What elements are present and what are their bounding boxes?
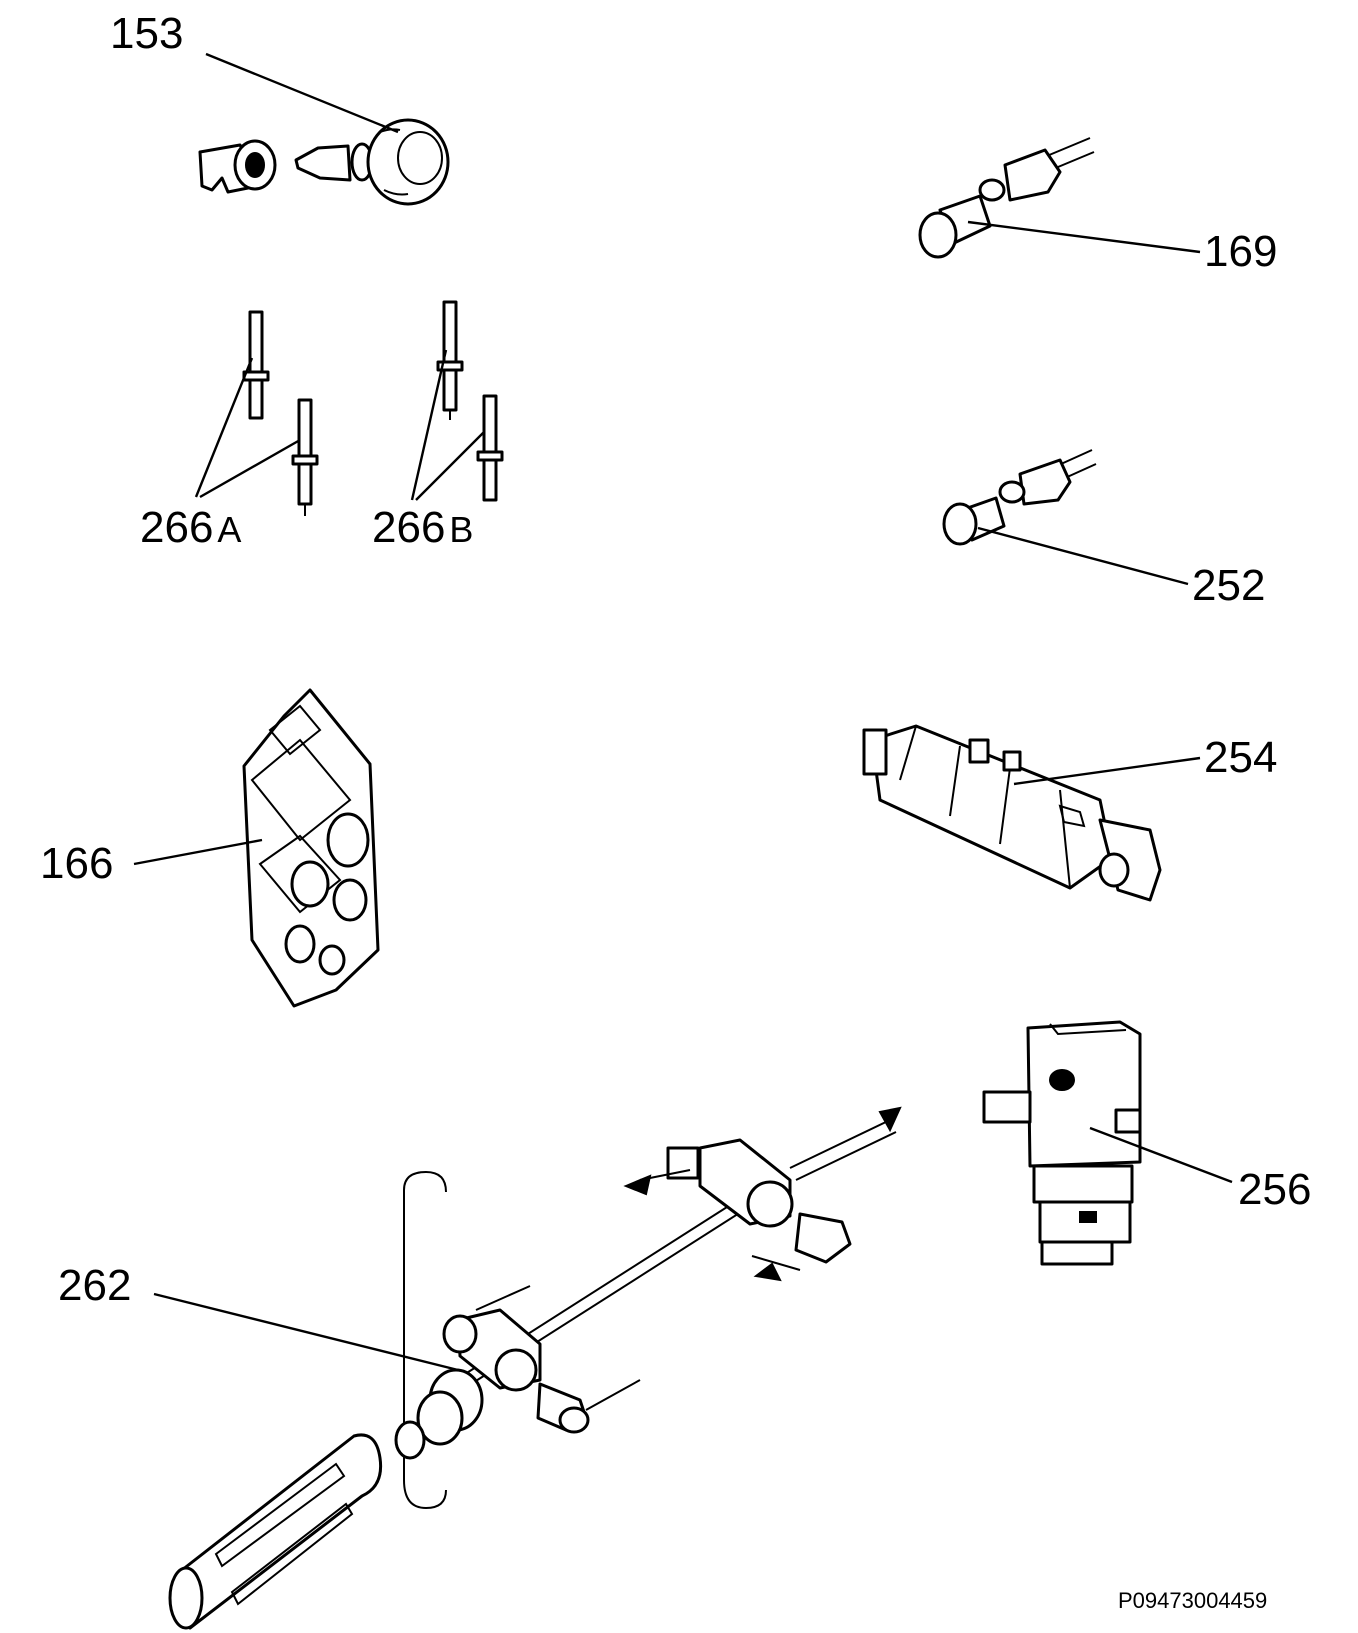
part-169-button: 169	[918, 137, 1277, 276]
gas-valve-ramp-icon	[862, 724, 1162, 902]
part-153-knob: 153	[110, 9, 450, 206]
control-knob-icon	[198, 118, 450, 206]
part-166-switch-block: 166	[40, 688, 380, 1008]
label-153: 153	[110, 9, 183, 58]
leader-262	[153, 1292, 467, 1374]
reference-code: P09473004459	[1118, 1588, 1267, 1613]
push-button-icon	[942, 449, 1097, 546]
label-256: 256	[1238, 1165, 1311, 1214]
leader-252	[977, 526, 1189, 586]
gas-tap-spindle-icon	[168, 1106, 902, 1630]
part-256-generator: 256	[982, 1020, 1311, 1266]
label-254: 254	[1204, 733, 1277, 782]
part-262-gas-tap: 262	[58, 1106, 902, 1630]
ignition-electrode-icon	[436, 300, 504, 502]
ignition-electrode-icon	[242, 310, 319, 516]
leader-256	[1089, 1126, 1233, 1184]
label-166: 166	[40, 839, 113, 888]
ignition-button-icon	[918, 137, 1095, 259]
leader-266a-1	[194, 357, 254, 498]
leader-166	[133, 838, 263, 866]
switch-block-icon	[242, 688, 380, 1008]
leader-169	[967, 220, 1201, 254]
part-252-button: 252	[942, 449, 1265, 610]
leader-254	[1013, 756, 1201, 786]
label-252: 252	[1192, 561, 1265, 610]
leader-266b-2	[415, 431, 485, 501]
leader-266a-2	[199, 438, 301, 499]
leader-266b-1	[410, 349, 448, 501]
ignition-generator-icon	[982, 1020, 1142, 1266]
leader-153	[205, 52, 399, 134]
label-169: 169	[1204, 227, 1277, 276]
label-262: 262	[58, 1261, 131, 1310]
part-254-valve: 254	[862, 724, 1277, 902]
